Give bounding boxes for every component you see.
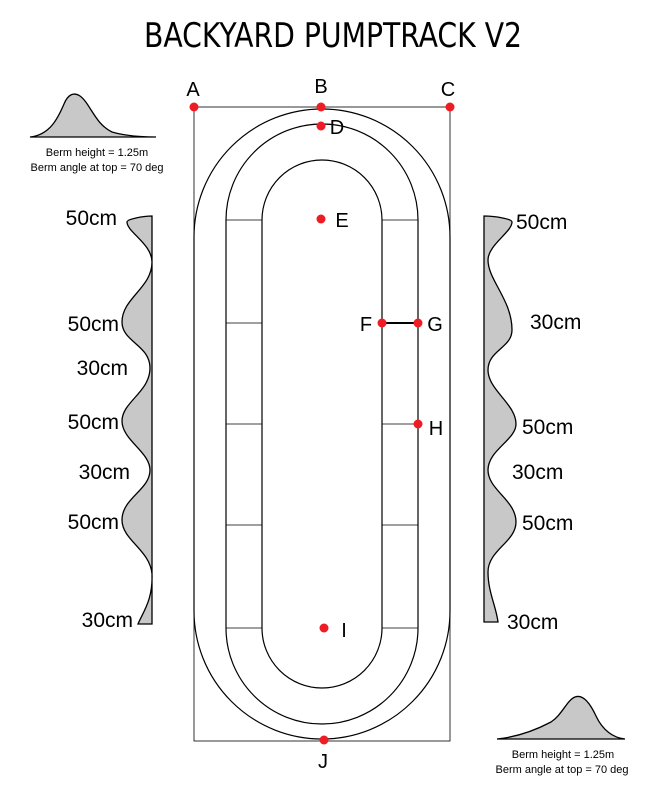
diagram-title: BACKYARD PUMPTRACK V2: [144, 16, 522, 56]
right-profile-label-2: 30cm: [530, 311, 581, 334]
left-profile-label-5: 30cm: [79, 461, 130, 484]
berm-profile-top-left: [29, 93, 157, 138]
point-g-marker: [413, 318, 423, 328]
point-j-marker: [319, 735, 329, 745]
right-profile-label-3: 50cm: [522, 416, 573, 439]
right-profile-label-6: 30cm: [507, 611, 558, 634]
berm-note-top-height: Berm height = 1.25m: [46, 147, 148, 159]
point-e-label: E: [335, 210, 348, 232]
point-e-marker: [316, 214, 326, 224]
point-f-label: F: [360, 314, 372, 336]
point-j-label: J: [318, 751, 328, 773]
right-elevation-profile: [483, 215, 517, 623]
point-h-marker: [413, 419, 423, 429]
point-b-marker: [316, 102, 326, 112]
left-elevation-profile: [121, 215, 153, 625]
berm-note-bottom-height: Berm height = 1.25m: [512, 749, 614, 761]
point-g-label: G: [427, 314, 443, 336]
point-i-label: I: [341, 620, 347, 642]
berm-profile-bottom-right: [496, 695, 626, 740]
berm-note-top-angle: Berm angle at top = 70 deg: [30, 162, 163, 174]
point-a-marker: [189, 102, 199, 112]
berm-note-bottom-angle: Berm angle at top = 70 deg: [495, 764, 628, 776]
left-profile-label-7: 30cm: [82, 609, 133, 632]
right-profile-label-5: 50cm: [522, 512, 573, 535]
track-inner-edge: [261, 159, 383, 689]
point-i-marker: [319, 623, 329, 633]
left-profile-label-1: 50cm: [66, 207, 117, 230]
point-c-marker: [445, 102, 455, 112]
point-h-label: H: [429, 418, 443, 440]
left-profile-label-3: 30cm: [77, 357, 128, 380]
point-c-label: C: [441, 79, 455, 101]
track-outer-edge: [193, 108, 451, 740]
left-profile-label-4: 50cm: [68, 411, 119, 434]
point-a-label: A: [186, 79, 200, 101]
left-profile-label-2: 50cm: [68, 313, 119, 336]
right-profile-label-1: 50cm: [516, 211, 567, 234]
left-profile-label-6: 50cm: [68, 511, 119, 534]
point-d-marker: [316, 121, 326, 131]
track-section-dividers: [226, 219, 418, 629]
right-profile-label-4: 30cm: [512, 461, 563, 484]
point-d-label: D: [330, 117, 344, 139]
point-f-marker: [377, 318, 387, 328]
point-b-label: B: [314, 76, 327, 98]
